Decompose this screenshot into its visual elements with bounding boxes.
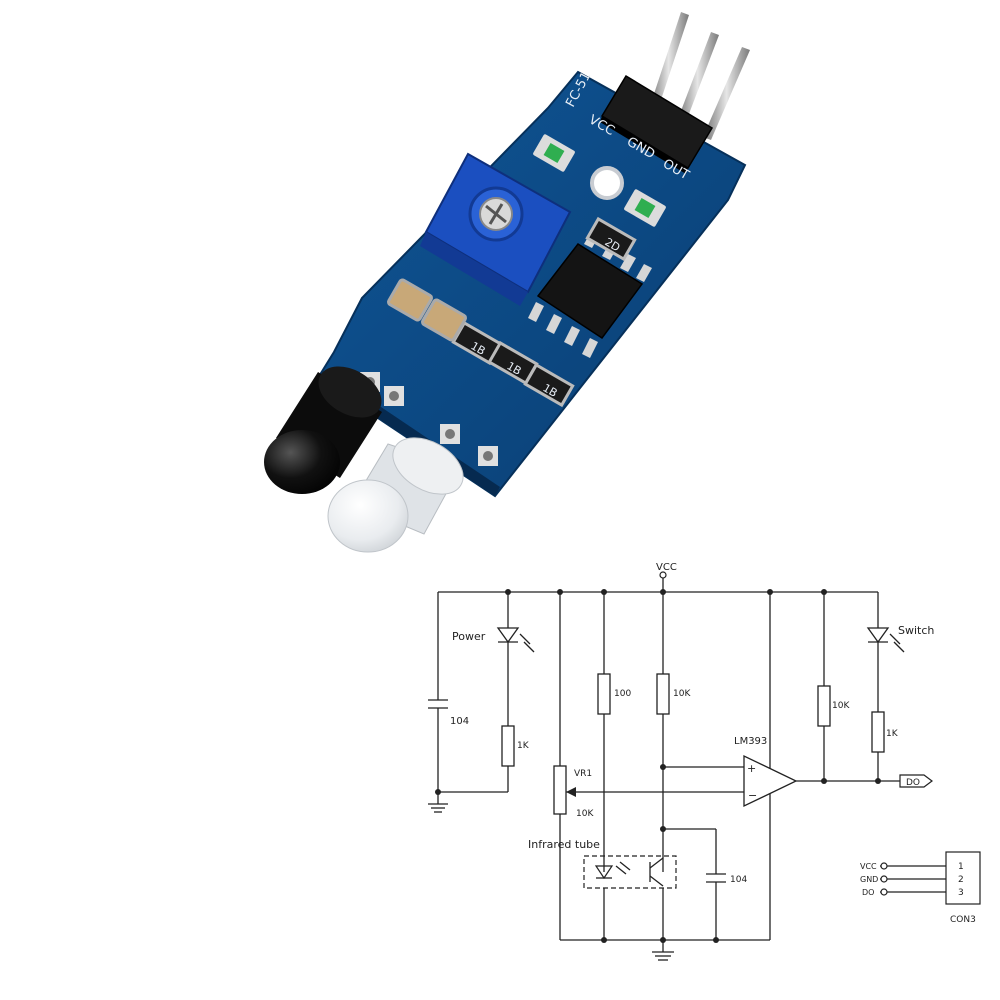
- power-label: Power: [452, 630, 486, 643]
- con3-connector: VCC GND DO 1 2 3 CON3: [860, 851, 981, 925]
- con-pin-label: GND: [860, 875, 878, 884]
- con-pin-number: 2: [958, 875, 964, 885]
- r-switch-label: 1K: [886, 729, 899, 739]
- smd-resistor: 1B: [523, 362, 575, 408]
- smd-resistor: 1B: [487, 340, 539, 386]
- smd-resistor: 2D: [585, 216, 637, 262]
- lm393-chip: [528, 230, 652, 358]
- c1-label: 104: [450, 716, 469, 727]
- opamp-plus: +: [747, 762, 756, 775]
- opamp-label: LM393: [734, 736, 767, 747]
- r10k-b-label: 10K: [832, 701, 850, 711]
- r100-label: 100: [614, 689, 631, 699]
- switch-label: Switch: [898, 624, 934, 637]
- r10k-a-label: 10K: [673, 689, 691, 699]
- chip-code: 1B: [505, 359, 524, 378]
- smd-capacitor: [421, 298, 467, 342]
- con-pin-label: VCC: [860, 862, 877, 871]
- c2-label: 104: [730, 875, 747, 885]
- sensor-module: FC-51 VCC GND OUT 2D: [264, 12, 750, 553]
- vr1-label: VR1: [574, 769, 592, 779]
- schematic: VCC 104 Power 1K VR1: [428, 562, 981, 961]
- chip-code: 1B: [541, 381, 560, 400]
- con-pin-number: 3: [958, 888, 964, 898]
- header-pins: [648, 12, 750, 140]
- con-pin-label: DO: [862, 888, 874, 897]
- vr1-value: 10K: [576, 809, 594, 819]
- chip-code: 1B: [469, 339, 488, 358]
- r-power-label: 1K: [517, 741, 530, 751]
- do-port-label: DO: [906, 778, 920, 788]
- opamp-minus: −: [748, 789, 757, 802]
- smd-capacitor: [387, 278, 433, 322]
- mounting-hole: [590, 166, 624, 200]
- potentiometer: [420, 152, 572, 306]
- con-pin-number: 1: [958, 862, 964, 872]
- con-name: CON3: [950, 915, 976, 925]
- infrared-label: Infrared tube: [528, 838, 600, 851]
- ir-emitter-led: [327, 437, 464, 553]
- smd-led-power: [533, 134, 575, 172]
- vcc-label: VCC: [656, 562, 677, 573]
- ir-receiver-led: [264, 366, 382, 494]
- infrared-tube-box: [583, 855, 677, 889]
- smd-led-switch: [624, 189, 666, 227]
